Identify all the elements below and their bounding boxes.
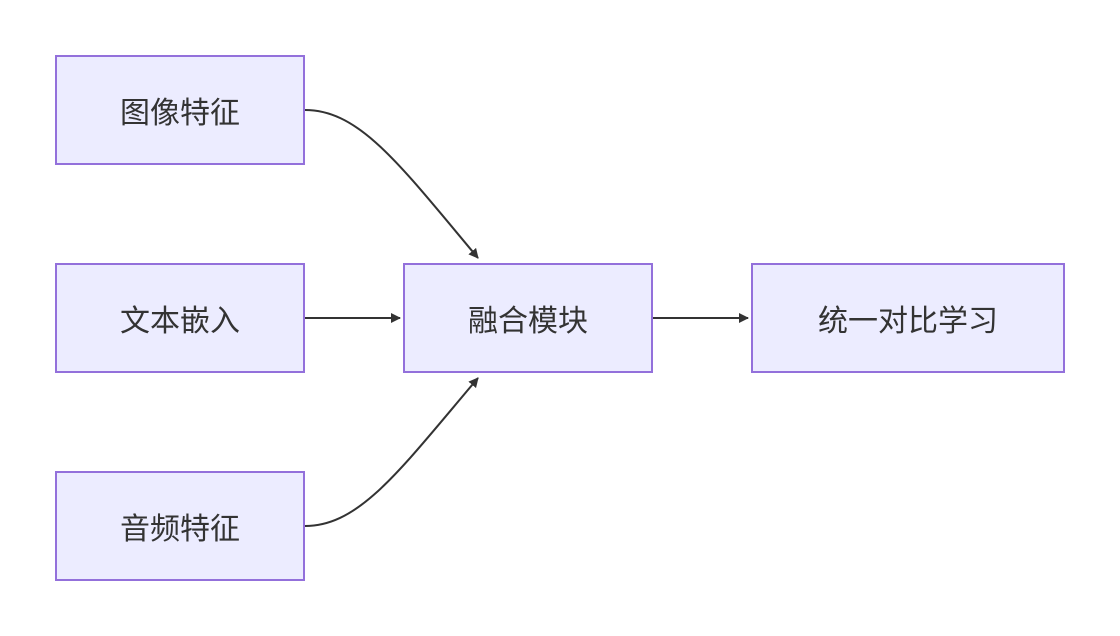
node-unified-contrastive-learning: 统一对比学习 xyxy=(751,263,1065,373)
node-unified-contrastive-learning-label: 统一对比学习 xyxy=(818,304,998,339)
node-image-features: 图像特征 xyxy=(55,55,305,165)
edge-image-to-fusion xyxy=(304,109,479,259)
node-audio-features: 音频特征 xyxy=(55,471,305,581)
node-audio-features-label: 音频特征 xyxy=(120,512,240,547)
node-fusion-module: 融合模块 xyxy=(403,263,653,373)
node-image-features-label: 图像特征 xyxy=(120,96,240,131)
node-fusion-module-label: 融合模块 xyxy=(468,304,588,339)
node-text-embedding-label: 文本嵌入 xyxy=(120,304,240,339)
node-text-embedding: 文本嵌入 xyxy=(55,263,305,373)
edge-audio-to-fusion xyxy=(304,377,479,527)
